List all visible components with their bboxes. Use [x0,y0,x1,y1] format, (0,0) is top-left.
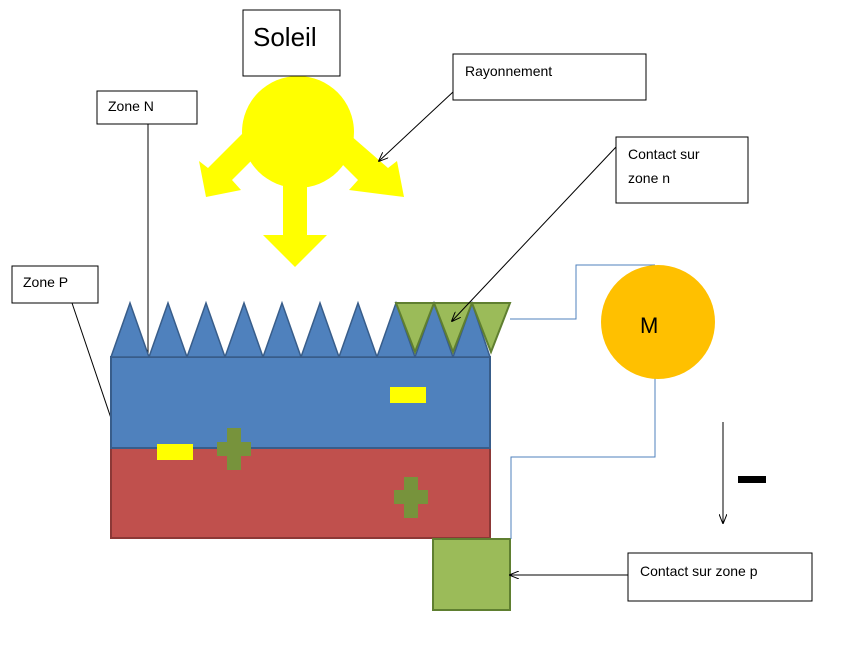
plus-charge [394,477,428,518]
contact-n-label-line2: zone n [628,170,670,186]
motor: M [601,265,715,379]
texture-spike [109,300,151,358]
wire-n-to-motor [510,264,655,320]
contact-p-label-text: Contact sur zone p [640,563,758,579]
radiation-arrow [379,91,454,161]
motor-label: M [640,313,658,338]
contact-n-triangle [470,302,512,355]
wire-motor-to-p [510,376,656,539]
n-zone [110,356,491,449]
zone-p-label-text: Zone P [23,274,68,290]
surface-texture [109,300,492,358]
contact-n-triangle [394,302,436,355]
texture-spike [185,300,227,358]
contact-p-label: Contact sur zone p [510,552,813,602]
minus-charge [157,444,193,460]
sun-ray-bottom [263,178,327,267]
contact-n-arrow [452,146,617,321]
texture-spike [223,300,265,358]
minus-sign [738,476,766,483]
minus-charge [390,387,426,403]
sun-label-text: Soleil [253,22,317,52]
sun [199,76,404,267]
texture-spike [261,300,303,358]
contact-n-triangle [432,302,474,355]
motor-circle [601,265,715,379]
contact-p [432,538,511,611]
sun-disc [242,76,354,188]
contact-n [394,302,512,355]
contact-n-label-line1: Contact sur [628,146,700,162]
sun-label: Soleil [242,9,341,77]
zone-n-label-text: Zone N [108,98,154,114]
texture-spike [147,300,189,358]
radiation-label: Rayonnement [379,53,647,161]
plus-charge [217,428,251,470]
p-zone [110,446,491,539]
radiation-label-text: Rayonnement [465,63,552,79]
contact-n-label: Contact sur zone n [452,136,749,321]
texture-spike [299,300,341,358]
texture-spike [337,300,379,358]
